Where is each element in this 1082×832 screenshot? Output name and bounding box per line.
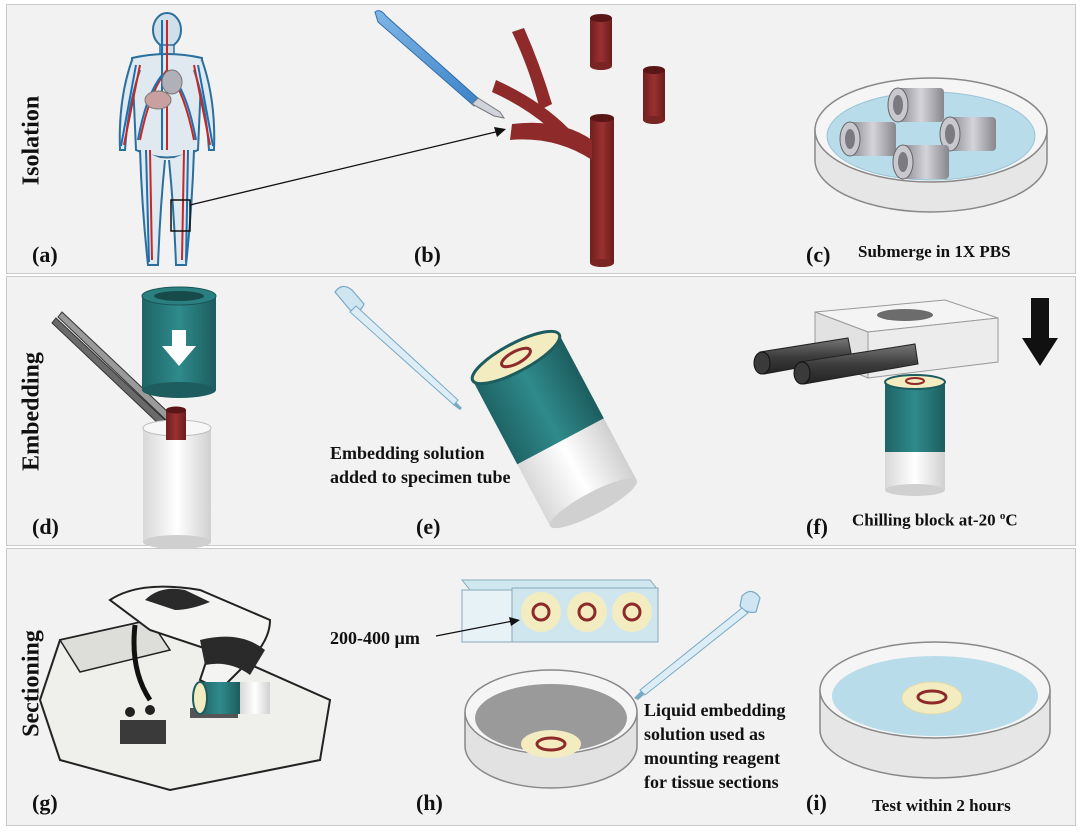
- caption-section-thickness: 200-400 µm: [330, 628, 420, 648]
- row-label-isolation: Isolation: [18, 95, 45, 186]
- panel-tag-e: (e): [416, 514, 441, 539]
- pipette-icon-e: [334, 285, 462, 410]
- vibratome-machine: [38, 585, 332, 792]
- filled-specimen-tube: [470, 329, 638, 529]
- caption-mounting-line4: for tissue sections: [644, 772, 779, 792]
- caption-embedding-solution: Embedding solution added to specimen tub…: [330, 441, 511, 489]
- panel-tag-f: (f): [806, 514, 828, 539]
- blood-vessel-branch: [492, 28, 614, 267]
- caption-test-within: Test within 2 hours: [872, 796, 1011, 815]
- cooling-pipes: [753, 337, 919, 385]
- caption-chilling-block: Chilling block at-20 oC: [852, 510, 1018, 531]
- panel-tag-h: (h): [416, 790, 443, 815]
- panel-tag-i: (i): [806, 790, 827, 815]
- vessel-segment-2: [643, 66, 665, 124]
- caption-chilling-degree: o: [999, 510, 1006, 522]
- down-arrow-icon: [1022, 298, 1058, 366]
- thickness-arrow-head: [509, 617, 520, 626]
- caption-embedding-line2: added to specimen tube: [330, 467, 511, 487]
- zoom-arrow-head: [494, 127, 506, 137]
- row-label-sectioning: Sectioning: [18, 630, 45, 737]
- scalpel-icon: [374, 10, 506, 119]
- caption-mounting-line3: mounting reagent: [644, 748, 781, 768]
- caption-chilling-suffix: C: [1005, 510, 1018, 530]
- caption-embedding-line1: Embedding solution: [330, 443, 485, 463]
- caption-mounting-line1: Liquid embedding: [644, 700, 786, 720]
- glass-slide: [460, 579, 660, 643]
- pipette-icon-h: [634, 590, 761, 700]
- tweezers-icon: [51, 311, 171, 426]
- caption-chilling-prefix: Chilling block at-20: [852, 510, 1000, 530]
- panel-tag-b: (b): [414, 242, 441, 267]
- panel-tag-c: (c): [806, 242, 831, 267]
- caption-submerge-pbs: Submerge in 1X PBS: [858, 242, 1011, 261]
- vibratome-specimen-tube: [192, 681, 270, 715]
- frozen-specimen-tube: [884, 374, 946, 496]
- row-label-embedding: Embedding: [18, 352, 45, 471]
- human-vascular-figure: [118, 12, 216, 266]
- tissue-rings-in-pbs: [839, 87, 996, 180]
- caption-mounting-reagent: Liquid embedding solution used as mounti…: [644, 698, 786, 794]
- mounting-dish: [464, 669, 638, 789]
- panel-tag-g: (g): [32, 790, 58, 815]
- zoom-arrow-line: [189, 129, 505, 206]
- panel-tag-d: (d): [32, 514, 59, 539]
- panel-tag-a: (a): [32, 242, 58, 267]
- vessel-segment-1: [590, 14, 612, 70]
- test-dish: [819, 641, 1051, 779]
- teal-tube-lowering: [141, 286, 217, 398]
- specimen-tube-base: [142, 406, 212, 549]
- thickness-arrow-line: [435, 619, 519, 637]
- caption-mounting-line2: solution used as: [644, 724, 766, 744]
